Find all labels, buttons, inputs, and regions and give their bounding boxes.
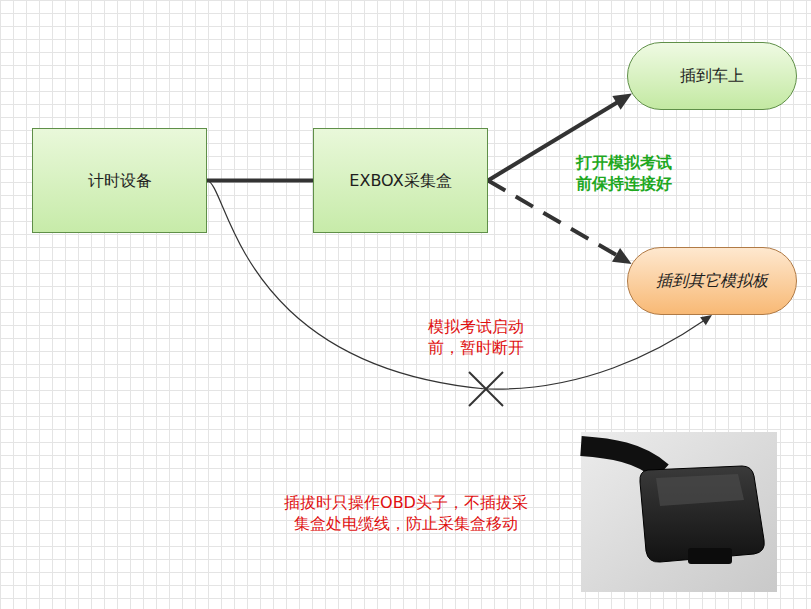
connector-label: 打开模拟考试前保持连接好 (572, 153, 676, 195)
obd-connector-body (640, 466, 764, 562)
photo-background (581, 432, 777, 592)
arrow-head (700, 315, 712, 325)
connector (488, 181, 632, 264)
obd-connector-photo (581, 432, 777, 592)
node-label: 计时设备 (88, 171, 152, 190)
arrow-head (612, 248, 632, 264)
device-box: 计时设备 (32, 128, 207, 233)
node-label: 插到其它模拟板 (656, 271, 768, 290)
obd-connector-pins (688, 548, 732, 564)
target-pill: 插到车上 (627, 42, 797, 110)
obd-cable (581, 446, 662, 472)
node-label: 插到车上 (680, 66, 744, 85)
arrow-head (612, 94, 632, 110)
connector-label: 模拟考试启动前，暂时断开 (424, 317, 528, 359)
connector (207, 180, 313, 181)
device-box: EXBOX采集盒 (313, 128, 488, 233)
node-label: EXBOX采集盒 (349, 171, 451, 190)
obd-connector-highlight (656, 474, 744, 506)
target-pill: 插到其它模拟板 (627, 247, 797, 315)
connector-line (207, 179, 313, 183)
note-text: 插拔时只操作OBD头子，不插拔采集盒处电缆线，防止采集盒移动 (279, 493, 533, 535)
